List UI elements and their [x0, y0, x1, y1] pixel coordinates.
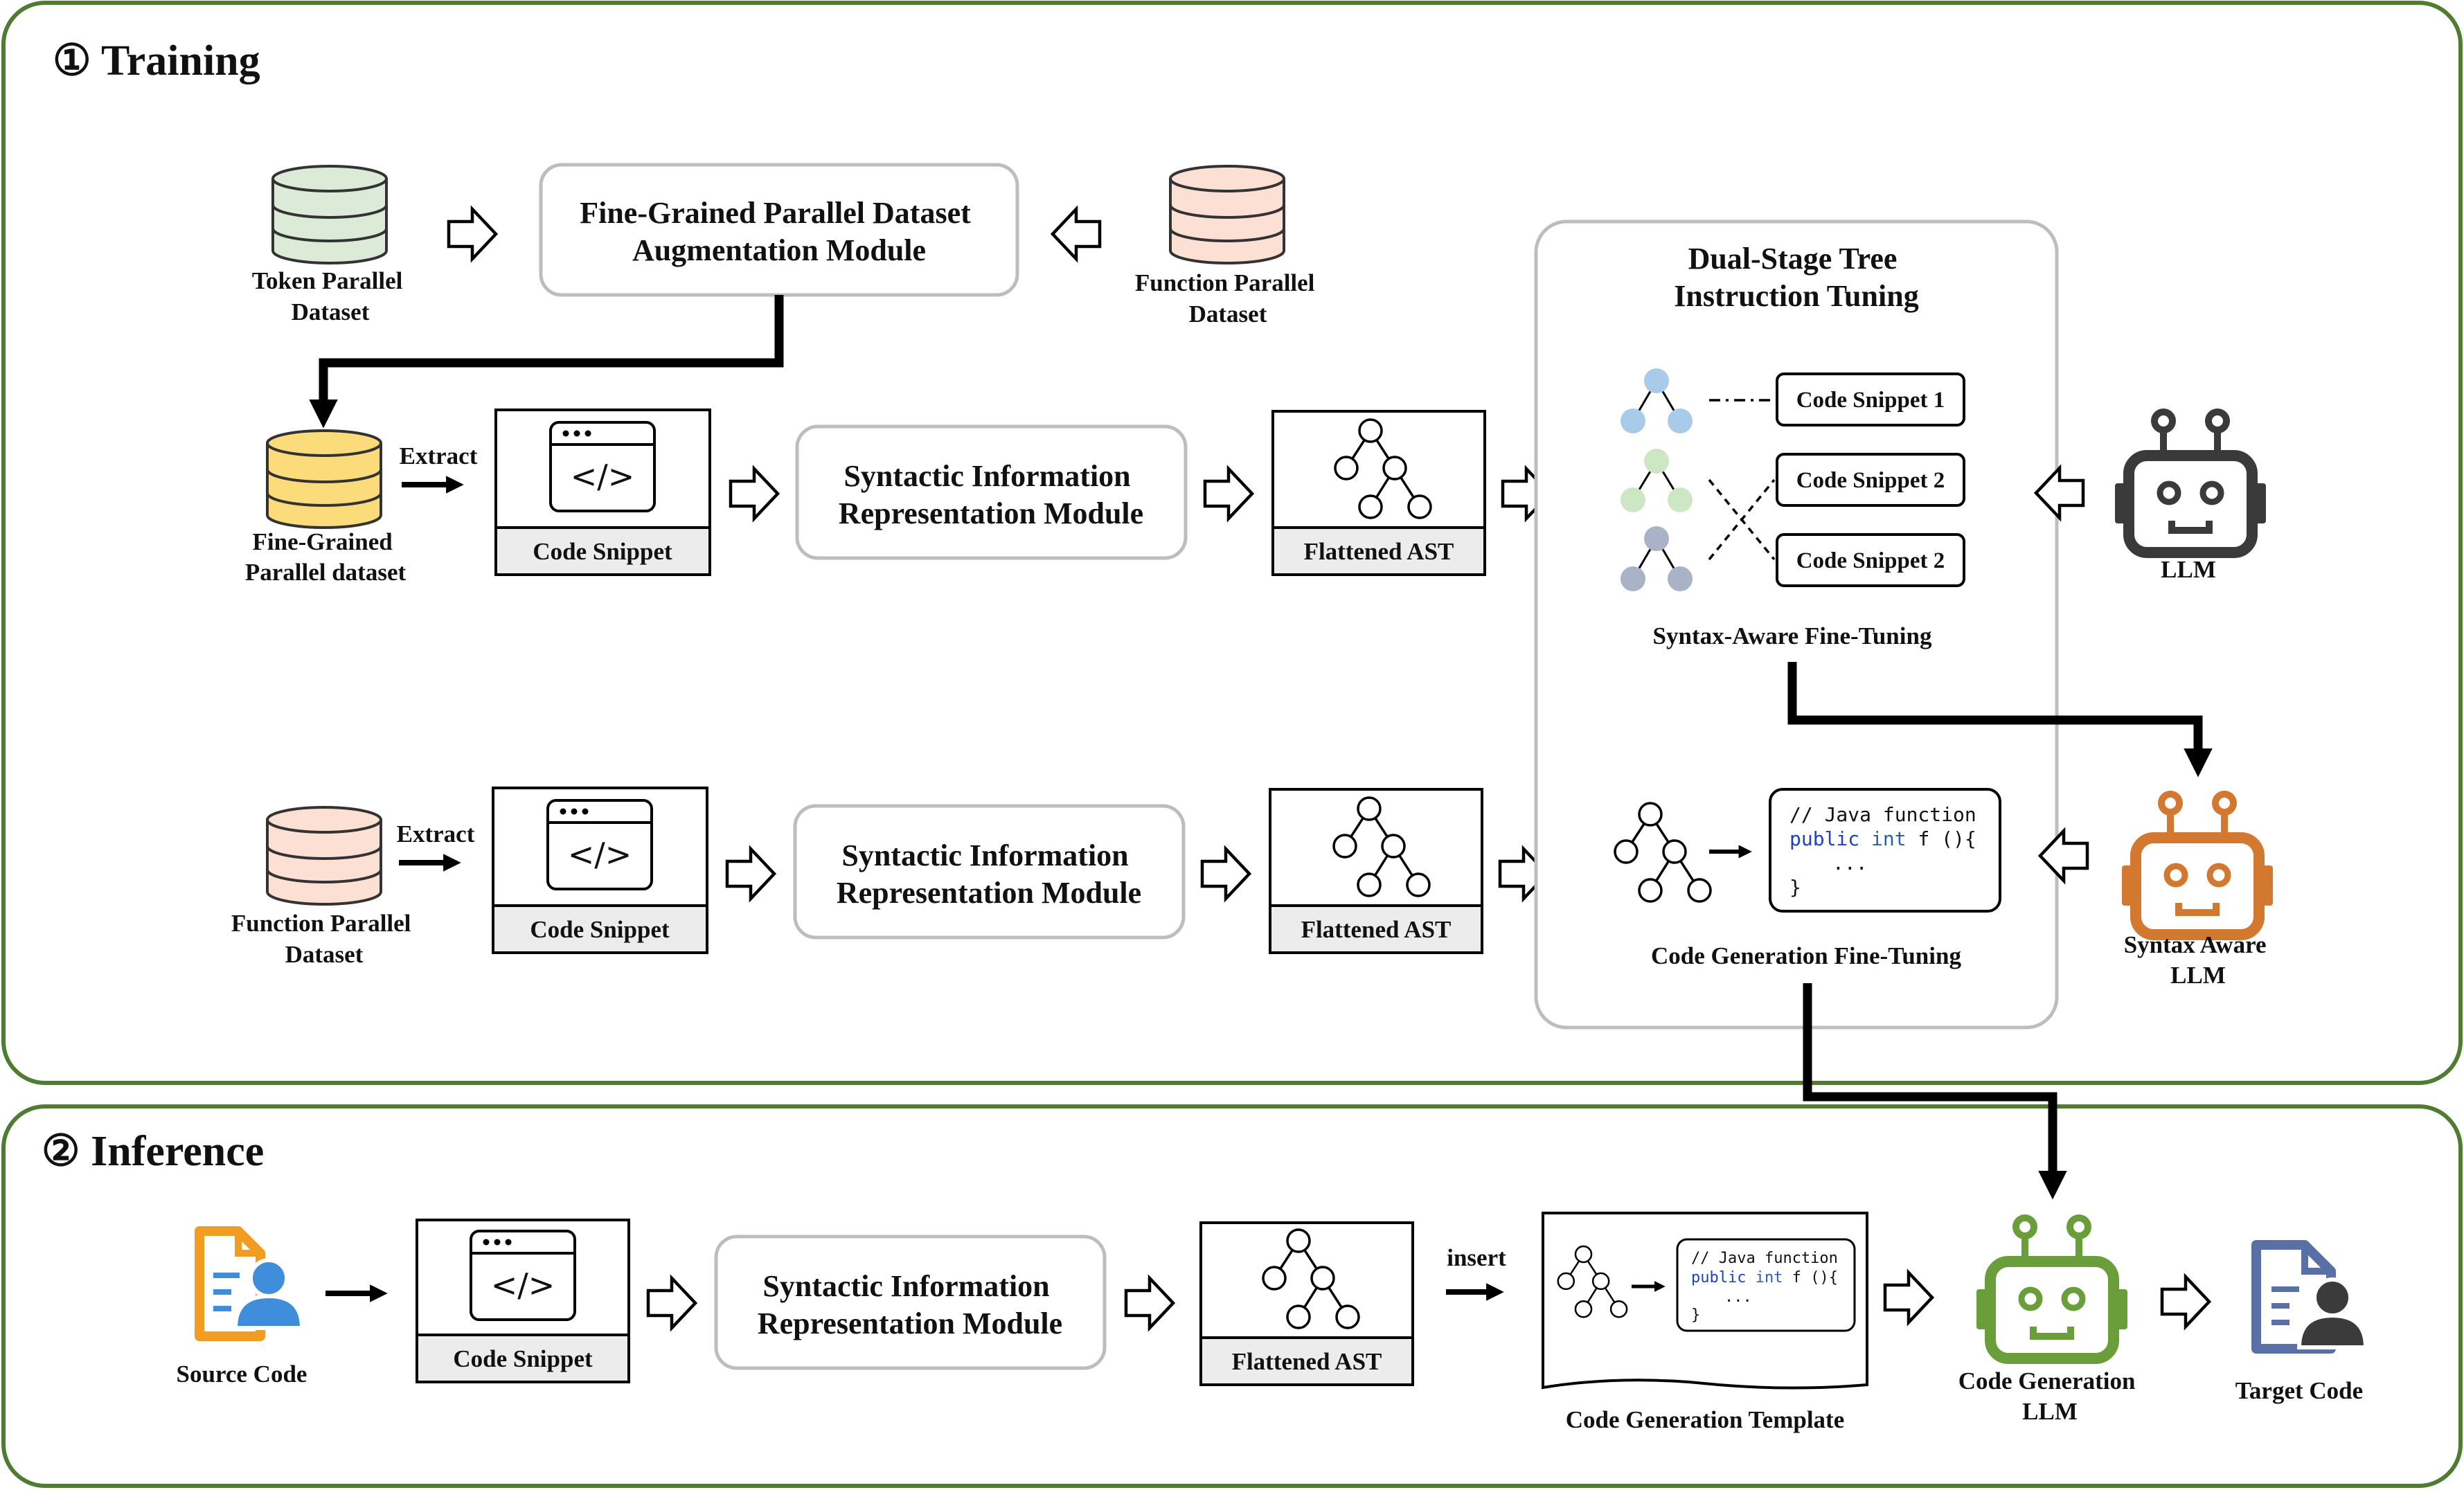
code-snippet-label-2: Code Snippet: [530, 916, 670, 943]
syntax-aware-ft-label: Syntax-Aware Fine-Tuning: [1653, 622, 1932, 649]
training-frame: [1, 1, 2463, 1085]
svg-text:Code Snippet 2: Code Snippet 2: [1796, 468, 1945, 493]
arrow-snippet2-to-module: [727, 849, 774, 899]
code-snippet-label-3: Code Snippet: [453, 1345, 593, 1372]
tree-snippet-links: [1708, 399, 1776, 561]
dual-stage-title: Dual-Stage Tree Instruction Tuning: [1674, 242, 1918, 313]
function-dataset-bottom-icon: [266, 806, 382, 906]
snippet-box-2: Code Snippet 2: [1776, 453, 1965, 507]
function-dataset-bottom-label: Function Parallel Dataset: [231, 910, 417, 968]
template-comment: // Java function: [1691, 1250, 1838, 1267]
flattened-ast-card-1: Flattened AST: [1271, 410, 1486, 576]
gray-tree-icon: [1621, 526, 1693, 591]
code-glyph: </>: [568, 836, 632, 873]
arrow-token-to-augment: [449, 209, 496, 259]
blue-tree-icon: [1621, 368, 1693, 433]
template-ellipsis: ...: [1724, 1289, 1752, 1306]
augmentation-module-label: Fine-Grained Parallel Dataset Augmentati…: [580, 196, 979, 267]
code-snippet-card-3: </> Code Snippet: [416, 1219, 630, 1383]
token-dataset-icon: [271, 165, 388, 264]
function-dataset-top-label: Function Parallel Dataset: [1135, 269, 1321, 327]
svg-text:Code Snippet 2: Code Snippet 2: [1796, 548, 1945, 573]
extract-label-2: Extract: [397, 820, 475, 847]
flattened-ast-label-3: Flattened AST: [1232, 1348, 1382, 1375]
arrow-module2-to-ast: [1202, 849, 1249, 899]
target-code-label: Target Code: [2235, 1377, 2363, 1404]
fine-grained-dataset-icon: [266, 429, 382, 529]
llm-robot-icon: [2115, 412, 2266, 553]
syntax-aware-llm-label: Syntax Aware LLM: [2124, 931, 2273, 989]
code-generation-template-label: Code Generation Template: [1566, 1406, 1844, 1433]
arrow-snippet1-to-module: [731, 469, 778, 519]
code-gen-ft-label: Code Generation Fine-Tuning: [1651, 942, 1961, 969]
insert-label: insert: [1447, 1244, 1506, 1271]
code-ellipsis: ...: [1832, 852, 1868, 874]
code-signature: public int f (){: [1789, 827, 1976, 850]
arrow-module3-to-ast: [1126, 1278, 1173, 1328]
flattened-ast-card-3: Flattened AST: [1199, 1221, 1414, 1386]
code-glyph: </>: [571, 458, 635, 495]
arrow-module1-to-ast: [1205, 469, 1252, 519]
arrow-syntax-ft-to-robot: [1787, 662, 2213, 778]
code-generation-llm-label: Code Generation LLM: [1958, 1367, 2141, 1425]
code-comment: // Java function: [1789, 803, 1976, 826]
syntactic-module-1-label: Syntactic Information Representation Mod…: [839, 459, 1143, 530]
template-signature: public int f (){: [1691, 1269, 1838, 1286]
template-close-brace: }: [1691, 1307, 1700, 1324]
syntactic-module-2-label: Syntactic Information Representation Mod…: [837, 838, 1141, 910]
snippet-box-3: Code Snippet 2: [1776, 533, 1965, 587]
inference-title: ② Inference: [42, 1128, 264, 1175]
flattened-ast-label-2: Flattened AST: [1301, 916, 1452, 943]
code-generation-template: // Java function public int f (){ ... }: [1542, 1212, 1868, 1390]
training-title: ① Training: [53, 37, 260, 84]
java-code-box: [1769, 788, 2001, 913]
code-glyph: </>: [491, 1266, 555, 1304]
target-code-icon: [2251, 1240, 2368, 1354]
arrow-function-to-augment: [1053, 209, 1100, 259]
code-snippet-card-1: </> Code Snippet: [494, 409, 711, 576]
arrow-llm-to-target: [2162, 1277, 2209, 1327]
arrow-augment-to-fine-grained: [309, 295, 784, 429]
arrow-codegen-ft-to-inference-llm: [1803, 983, 2067, 1200]
snippet-box-1: Code Snippet 1: [1776, 372, 1965, 427]
code-close-brace: }: [1789, 876, 1801, 899]
code-snippet-card-2: </> Code Snippet: [492, 787, 708, 954]
inference-frame: [1, 1104, 2463, 1488]
arrow-snippet3-to-module: [648, 1278, 695, 1328]
augmentation-module: [539, 163, 1019, 297]
code-generation-llm-robot-icon: [1976, 1218, 2127, 1358]
svg-text:Code Snippet 1: Code Snippet 1: [1796, 388, 1945, 413]
flattened-ast-card-2: Flattened AST: [1269, 788, 1483, 954]
syntactic-module-3: [714, 1235, 1107, 1370]
syntactic-module-2: [793, 804, 1186, 940]
syntactic-module-1: [795, 424, 1188, 560]
green-tree-icon: [1621, 449, 1693, 512]
token-dataset-label: Token Parallel Dataset: [252, 267, 409, 325]
llm-label: LLM: [2161, 556, 2216, 583]
source-code-label: Source Code: [177, 1361, 307, 1388]
syntax-aware-llm-robot-icon: [2122, 794, 2273, 935]
flattened-ast-label-1: Flattened AST: [1304, 538, 1454, 565]
syntactic-module-3-label: Syntactic Information Representation Mod…: [758, 1269, 1062, 1340]
function-dataset-top-icon: [1169, 165, 1285, 264]
code-snippet-label-1: Code Snippet: [533, 538, 672, 565]
extract-label-1: Extract: [400, 442, 478, 469]
source-code-icon: [195, 1226, 305, 1341]
fine-grained-dataset-label: Fine-Grained Parallel dataset: [245, 528, 407, 586]
arrow-template-to-llm: [1885, 1273, 1932, 1322]
